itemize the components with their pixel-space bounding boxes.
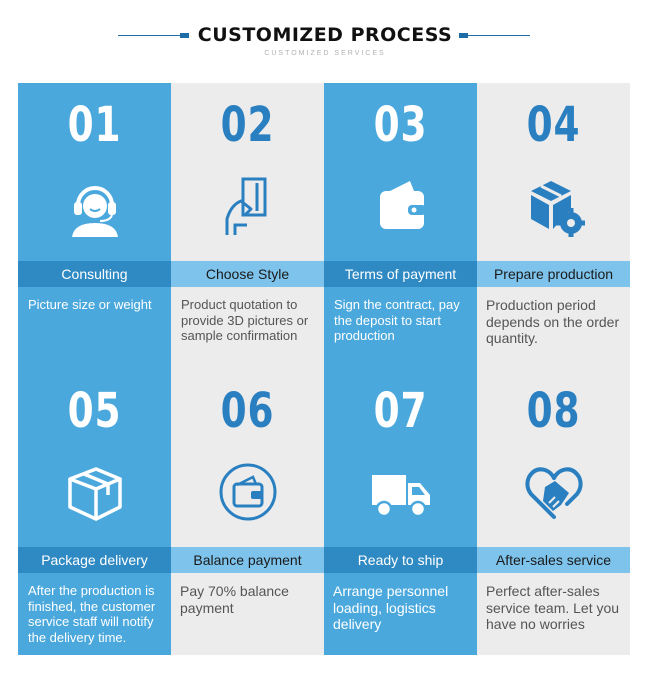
step-card-package-delivery: 05 Package delivery After the production… [18,369,171,655]
step-number: 04 [526,97,581,153]
box-gear-icon [531,181,585,237]
step-number: 08 [526,383,581,439]
left-divider-dot [180,33,189,38]
wallet-circle-icon [219,463,277,521]
right-divider-dot [459,33,468,38]
step-card-ready-to-ship: 07 Ready to ship Arrange personnel loadi… [324,369,477,655]
step-number: 05 [67,383,122,439]
step-number: 07 [373,383,428,439]
step-label: Ready to ship [324,547,477,573]
step-number: 02 [220,97,275,153]
step-label: Prepare production [477,261,630,287]
wallet-icon [380,181,426,229]
step-card-prepare-production: 04 Prepare production Production period … [477,83,630,369]
step-label: Consulting [18,261,171,287]
step-number: 06 [220,383,275,439]
hand-holding-card-icon [225,177,267,235]
step-description: Perfect after-sales service team. Let yo… [486,583,620,632]
customer-service-headset-icon [72,186,118,237]
step-description: Sign the contract, pay the deposit to st… [334,297,460,343]
process-grid: 01 Consulting Picture size or weight 02 … [18,83,630,655]
left-divider-line [118,35,180,36]
step-card-consulting: 01 Consulting Picture size or weight [18,83,171,369]
step-description: After the production is finished, the cu… [28,583,156,645]
process-header: CUSTOMIZED PROCESS CUSTOMIZED SERVICES [0,0,650,80]
step-label: Terms of payment [324,261,477,287]
step-description: Production period depends on the order q… [486,297,620,346]
step-card-choose-style: 02 Choose Style Product quotation to pro… [171,83,324,369]
step-card-after-sales-service: 08 After-sales service Perfect after-sal… [477,369,630,655]
step-card-balance-payment: 06 Balance payment Pay 70% balance payme… [171,369,324,655]
step-description: Picture size or weight [28,297,152,312]
package-box-icon [68,467,122,521]
step-label: Choose Style [171,261,324,287]
step-number: 01 [67,97,122,153]
step-description: Arrange personnel loading, logistics del… [333,583,449,632]
step-number: 03 [373,97,428,153]
step-label: After-sales service [477,547,630,573]
step-description: Pay 70% balance payment [180,583,289,616]
right-divider-line [468,35,530,36]
step-description: Product quotation to provide 3D pictures… [181,297,309,343]
step-card-terms-of-payment: 03 Terms of payment Sign the contract, p… [324,83,477,369]
delivery-truck-icon [372,475,430,518]
step-label: Balance payment [171,547,324,573]
page-title: CUSTOMIZED PROCESS [197,24,453,46]
handshake-heart-icon [525,467,583,519]
step-label: Package delivery [18,547,171,573]
page-subtitle: CUSTOMIZED SERVICES [264,50,386,57]
